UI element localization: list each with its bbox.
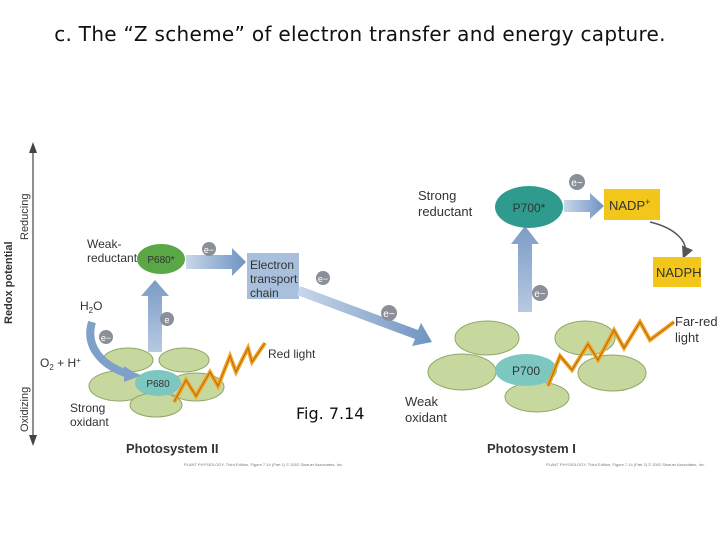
nadp-box bbox=[604, 189, 660, 220]
strong-oxidant-line1: Strong bbox=[70, 401, 105, 415]
slide-title: c. The “Z scheme” of electron transfer a… bbox=[54, 22, 666, 46]
p700-star bbox=[495, 186, 563, 228]
electron-marker: e− bbox=[569, 174, 585, 190]
nadp-to-nadph-arrow bbox=[649, 221, 694, 259]
ps1-credit: PLANT PHYSIOLOGY, Third Edition, Figure … bbox=[546, 462, 705, 467]
electron-marker: e− bbox=[202, 242, 216, 256]
ps1-excitation-arrow bbox=[511, 226, 539, 312]
svg-text:e: e bbox=[164, 315, 169, 325]
ps2-to-ets-arrow bbox=[186, 248, 246, 276]
p680-label: P680 bbox=[146, 379, 170, 390]
far-red-line2: light bbox=[675, 330, 699, 345]
water-arrow bbox=[86, 320, 130, 378]
p680-star bbox=[137, 244, 185, 274]
p700-label: P700 bbox=[512, 364, 540, 378]
electron-marker: e− bbox=[532, 285, 548, 301]
strong-reductant-line1: Strong bbox=[418, 188, 456, 203]
strong-oxidant-line2: oxidant bbox=[70, 415, 109, 429]
far-red-line1: Far-red bbox=[675, 314, 718, 329]
ets-line2: transport bbox=[250, 272, 298, 286]
electron-marker: e− bbox=[99, 330, 113, 344]
weak-reductant-line1: Weak- bbox=[87, 237, 121, 251]
p700 bbox=[495, 354, 557, 386]
p700-star-label: P700* bbox=[513, 201, 546, 215]
svg-text:e−: e− bbox=[101, 333, 111, 343]
electron-marker: e− bbox=[381, 305, 397, 321]
strong-reductant-line2: reductant bbox=[418, 204, 473, 219]
nadph-label: NADPH bbox=[656, 265, 702, 280]
photosystem-i: P700* P700 Strong reductant Weak oxidant… bbox=[405, 186, 718, 467]
svg-text:e−: e− bbox=[534, 289, 546, 300]
ps1-antenna bbox=[427, 320, 647, 413]
water-label: H2O bbox=[80, 299, 102, 315]
ps1-name: Photosystem I bbox=[487, 441, 576, 456]
svg-text:e−: e− bbox=[204, 245, 214, 255]
p680 bbox=[135, 370, 181, 396]
products-label: O2 + H+ bbox=[40, 356, 81, 372]
photosystem-ii: P680* P680 H2O O2 + H+ Weak- reductant S… bbox=[40, 237, 343, 467]
p700-to-nadp-arrow bbox=[564, 193, 604, 219]
ets-line3: chain bbox=[250, 286, 279, 300]
redox-axis: Reducing Redox potential Oxidizing bbox=[3, 142, 37, 446]
svg-text:e−: e− bbox=[383, 309, 395, 320]
p680-star-label: P680* bbox=[147, 255, 174, 266]
weak-oxidant-line1: Weak bbox=[405, 394, 438, 409]
ets-line1: Electron bbox=[250, 258, 294, 272]
electron-marker: e− bbox=[316, 271, 330, 285]
axis-title: Redox potential bbox=[3, 241, 15, 324]
electron-marker: e bbox=[160, 312, 174, 326]
svg-text:e−: e− bbox=[571, 178, 583, 189]
nadp-label: NADP+ bbox=[609, 197, 650, 213]
ets-to-p700-arrow bbox=[297, 286, 432, 346]
axis-top-label: Reducing bbox=[19, 194, 31, 240]
axis-bottom-label: Oxidizing bbox=[19, 387, 31, 432]
ps2-credit: PLANT PHYSIOLOGY, Third Edition, Figure … bbox=[184, 462, 343, 467]
red-light-label: Red light bbox=[268, 347, 316, 361]
electrons: e− e e− e− e− e− e− bbox=[99, 174, 585, 344]
figure-caption: Fig. 7.14 bbox=[296, 404, 365, 423]
svg-text:e−: e− bbox=[318, 274, 328, 284]
nadph-box bbox=[653, 257, 701, 287]
weak-reductant-line2: reductant bbox=[87, 251, 138, 265]
ps2-excitation-arrow bbox=[141, 280, 169, 352]
ps2-name: Photosystem II bbox=[126, 441, 218, 456]
ets-box bbox=[247, 253, 299, 299]
weak-oxidant-line2: oxidant bbox=[405, 410, 447, 425]
